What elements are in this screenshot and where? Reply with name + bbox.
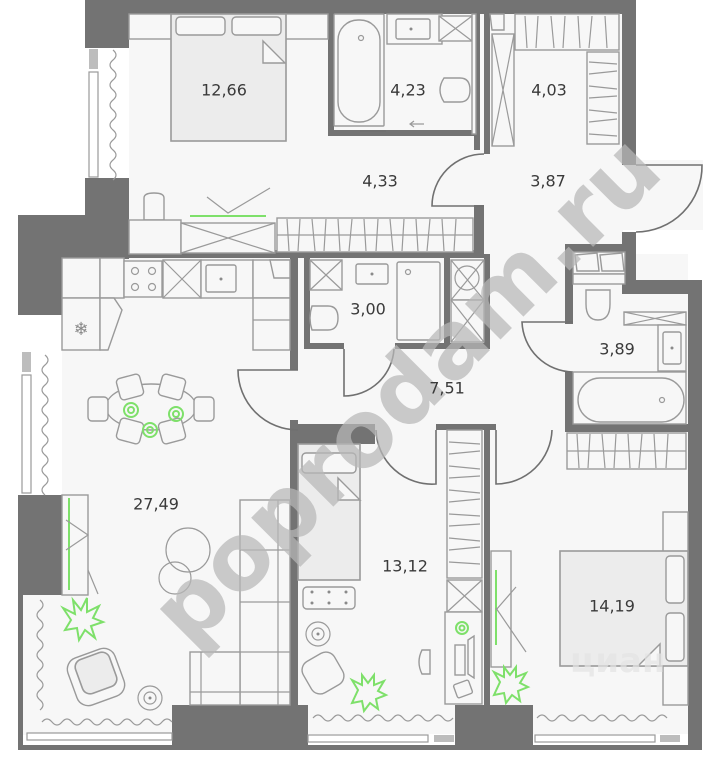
- area-kitchen-living: 27,49: [133, 495, 179, 514]
- plant-icon: [60, 596, 106, 643]
- area-bedroom-3: 14,19: [589, 597, 635, 616]
- area-corridor-1: 4,33: [362, 172, 398, 191]
- walls: [18, 0, 702, 750]
- living-furniture: [60, 494, 291, 711]
- area-bedroom-2: 13,12: [382, 557, 428, 576]
- area-bathroom-3: 3,89: [599, 340, 635, 359]
- doors: [237, 153, 703, 485]
- dining-set: [87, 373, 215, 445]
- room-labels: 12,66 4,23 4,03 4,33 3,87 27,49 3,00 7,5…: [133, 81, 635, 616]
- bedroom-2-furniture: [297, 429, 483, 714]
- watermark-cian: циан: [570, 641, 665, 681]
- plant-icon: [491, 664, 531, 706]
- freezer-icon: ❄: [73, 319, 88, 340]
- plant-icon: [349, 672, 389, 714]
- windows: [21, 49, 680, 743]
- bedroom-1-furniture: [128, 13, 474, 255]
- bathroom-1-fixtures: [333, 13, 477, 135]
- area-wardrobe: 4,03: [531, 81, 567, 100]
- kitchen-fixtures: ❄: [61, 257, 291, 351]
- bathroom-3-fixtures: [566, 251, 687, 470]
- area-hall: 3,87: [530, 172, 566, 191]
- area-bedroom-1: 12,66: [201, 81, 247, 100]
- wardrobe-fixtures: [489, 13, 620, 147]
- svg-text:циан: циан: [570, 641, 665, 681]
- bathroom-2-fixtures: [309, 259, 485, 343]
- area-bathroom-2: 3,00: [350, 300, 386, 319]
- area-corridor-2: 7,51: [429, 379, 465, 398]
- curtains: [36, 49, 668, 726]
- bedroom-3-furniture: [490, 511, 689, 706]
- area-bathroom-1: 4,23: [390, 81, 426, 100]
